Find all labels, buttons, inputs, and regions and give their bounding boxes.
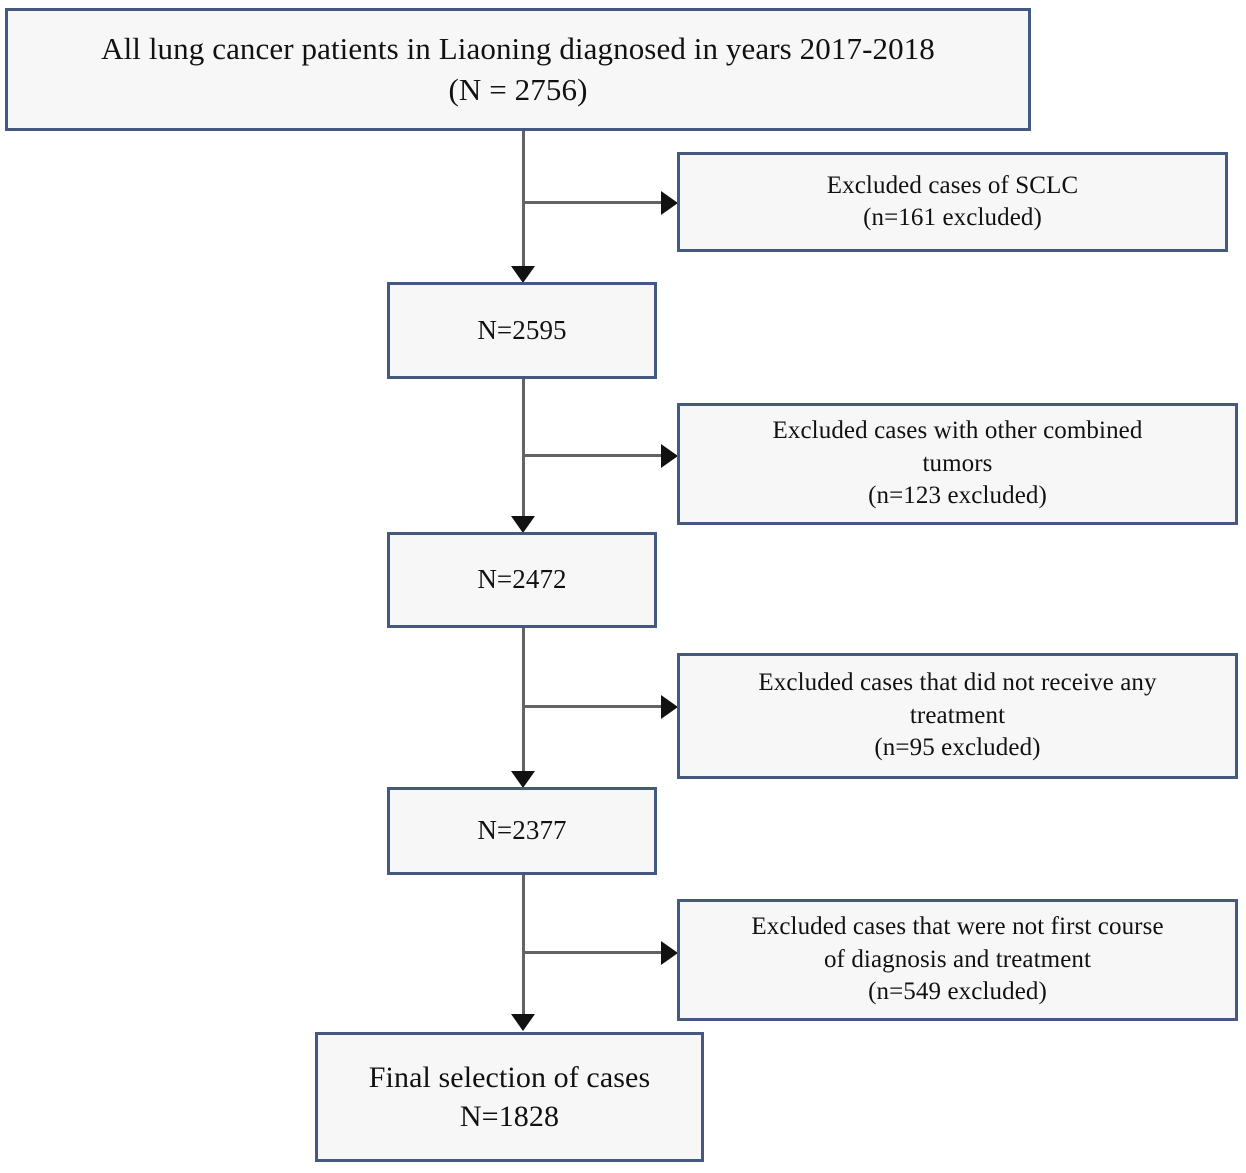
connector-horizontal-2 <box>522 454 664 457</box>
node-exclusion-not-first-course-label: Excluded cases that were not first cours… <box>751 913 1164 1006</box>
node-final-selection-label: Final selection of cases N=1828 <box>368 1061 651 1133</box>
node-exclusion-sclc: Excluded cases of SCLC (n=161 excluded) <box>677 152 1228 252</box>
connector-vertical-4 <box>522 875 525 1017</box>
node-exclusion-combined-tumors: Excluded cases with other combined tumor… <box>677 403 1238 525</box>
node-exclusion-no-treatment: Excluded cases that did not receive any … <box>677 653 1238 779</box>
connector-horizontal-4 <box>522 951 664 954</box>
arrowhead-right-1 <box>661 191 678 215</box>
arrowhead-right-2 <box>661 444 678 468</box>
connector-vertical-2 <box>522 379 525 524</box>
node-stage-1-remaining-label: N=2595 <box>477 314 567 345</box>
arrowhead-down-2 <box>511 516 535 533</box>
arrowhead-down-1 <box>511 266 535 283</box>
connector-vertical-3 <box>522 628 525 779</box>
arrowhead-down-4 <box>511 1014 535 1031</box>
node-stage-2-remaining-label: N=2472 <box>477 564 567 595</box>
node-stage-2-remaining: N=2472 <box>387 532 657 628</box>
connector-horizontal-1 <box>522 201 664 204</box>
arrowhead-right-4 <box>661 941 678 965</box>
node-stage-1-remaining: N=2595 <box>387 282 657 379</box>
arrowhead-right-3 <box>661 695 678 719</box>
node-exclusion-sclc-label: Excluded cases of SCLC (n=161 excluded) <box>826 171 1079 232</box>
node-exclusion-combined-tumors-label: Excluded cases with other combined tumor… <box>772 417 1143 510</box>
node-all-patients: All lung cancer patients in Liaoning dia… <box>5 8 1031 131</box>
node-final-selection: Final selection of cases N=1828 <box>315 1032 704 1162</box>
node-exclusion-no-treatment-label: Excluded cases that did not receive any … <box>758 669 1157 762</box>
node-stage-3-remaining-label: N=2377 <box>477 815 567 846</box>
connector-horizontal-3 <box>522 705 664 708</box>
node-all-patients-label: All lung cancer patients in Liaoning dia… <box>101 31 935 107</box>
arrowhead-down-3 <box>511 771 535 788</box>
node-exclusion-not-first-course: Excluded cases that were not first cours… <box>677 899 1238 1021</box>
node-stage-3-remaining: N=2377 <box>387 787 657 875</box>
